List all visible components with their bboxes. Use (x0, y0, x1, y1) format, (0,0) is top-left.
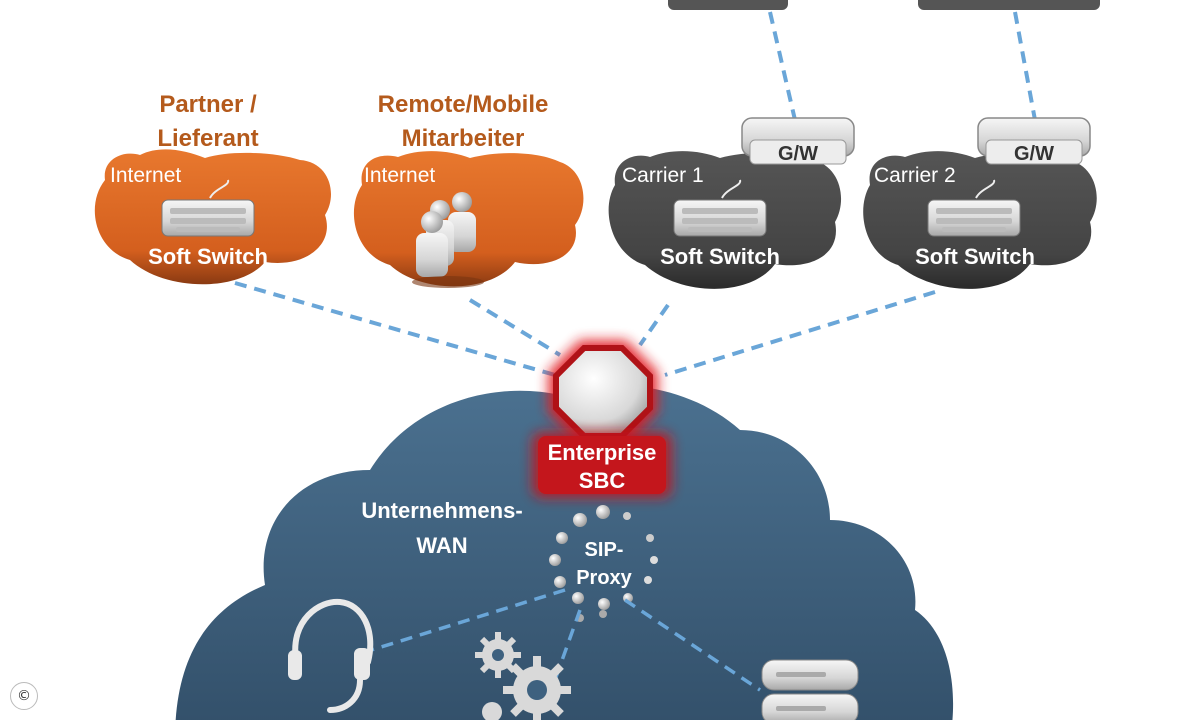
gateway-device-1: G/W (741, 117, 855, 165)
carrier1-device-label: Soft Switch (660, 244, 780, 269)
link-top-to-gw2 (1013, 11, 1037, 121)
octagon-sbc-icon (553, 345, 653, 439)
enterprise-sbc: Enterprise SBC (532, 340, 672, 498)
link-top-to-gw1 (768, 11, 797, 121)
top-device-box-right (918, 0, 1100, 10)
keyboard-switch-icon (673, 179, 767, 237)
sbc-label-line2: SBC (579, 468, 626, 493)
carrier2-network-label: Carrier 2 (874, 164, 956, 187)
partner-network-label: Internet (110, 164, 181, 187)
proxy-label-line2: Proxy (576, 567, 632, 589)
wan-label-line2: WAN (416, 533, 467, 558)
keyboard-switch-icon (927, 179, 1021, 237)
gears-icon (475, 632, 571, 720)
link-remote-to-sbc (468, 298, 562, 357)
gateway-label-2: G/W (1014, 143, 1054, 165)
gateway-device-2: G/W (977, 117, 1091, 165)
remote-title-line2: Mitarbeiter (402, 125, 525, 152)
wan-label-line1: Unternehmens- (361, 498, 522, 523)
users-group-icon (412, 192, 484, 288)
server-icon (761, 659, 859, 720)
copyright-mark: © (10, 682, 38, 710)
keyboard-switch-icon (161, 179, 255, 237)
sbc-label-line1: Enterprise (548, 440, 657, 465)
link-carrier1-to-sbc (638, 303, 670, 347)
partner-title-line2: Lieferant (157, 125, 258, 152)
headset-icon (288, 598, 374, 713)
carrier2-device-label: Soft Switch (915, 244, 1035, 269)
proxy-label-line1: SIP- (585, 539, 624, 561)
carrier1-network-label: Carrier 1 (622, 164, 704, 187)
remote-title-line1: Remote/Mobile (378, 91, 549, 118)
sip-proxy-node: SIP- Proxy (549, 505, 658, 622)
link-partner-to-sbc (234, 281, 556, 377)
remote-network-label: Internet (364, 164, 435, 187)
link-carrier2-to-sbc (664, 290, 936, 377)
network-links (234, 11, 1037, 377)
partner-title-line1: Partner / (159, 91, 257, 118)
top-device-box-left (668, 0, 788, 10)
partner-device-label: Soft Switch (148, 244, 268, 269)
gateway-label-1: G/W (778, 143, 818, 165)
